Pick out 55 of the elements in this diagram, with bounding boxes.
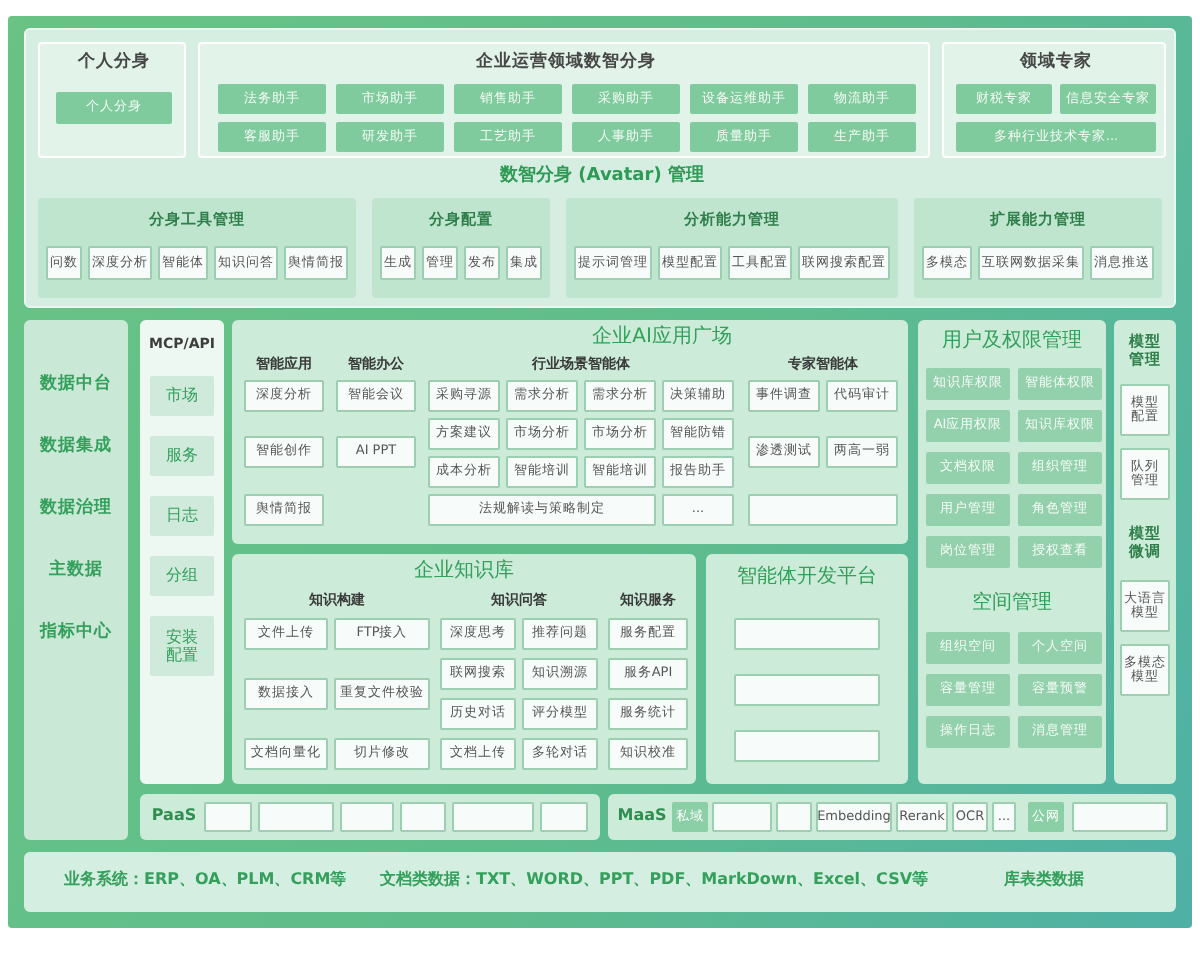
data-source-label: 文档类数据：TXT、WORD、PPT、PDF、MarkDown、Excel、CSV等	[380, 870, 929, 890]
blank-tile	[734, 730, 880, 762]
feature-tile: 服务	[150, 436, 214, 476]
blank-tile	[204, 802, 252, 832]
blank-tile	[258, 802, 334, 832]
section-heading: 用户及权限管理	[942, 330, 1082, 354]
layer-label: 指标中心	[40, 622, 112, 643]
section-panel	[706, 554, 908, 784]
section-heading: 数智分身 (Avatar) 管理	[500, 166, 704, 188]
layer-label: 数据集成	[40, 436, 112, 457]
group-heading: 个人分身	[78, 52, 150, 73]
feature-tile: 分组	[150, 556, 214, 596]
section-panel	[1114, 320, 1176, 784]
feature-tile: 市场	[150, 376, 214, 416]
group-panel	[942, 42, 1166, 158]
blank-tile	[734, 674, 880, 706]
blank-tile	[540, 802, 588, 832]
section-panel	[608, 794, 1176, 840]
group-heading: 企业运营领域数智分身	[476, 52, 656, 73]
section-panel	[24, 852, 1176, 912]
blank-tile	[748, 494, 898, 526]
blank-tile	[734, 618, 880, 650]
section-panel	[24, 28, 1176, 308]
section-heading: 空间管理	[972, 592, 1052, 616]
feature-tile: 日志	[150, 496, 214, 536]
group-panel	[566, 198, 898, 298]
section-panel	[232, 320, 908, 544]
layer-label: MaaS	[617, 806, 667, 826]
blank-tile	[452, 802, 534, 832]
blank-tile	[400, 802, 446, 832]
blank-tile	[340, 802, 394, 832]
section-panel	[918, 320, 1106, 784]
data-source-label: 库表类数据	[1004, 870, 1084, 890]
feature-tile: 安装配置	[150, 616, 214, 676]
group-panel	[372, 198, 550, 298]
layer-label: 主数据	[49, 560, 103, 581]
layer-label: 数据中台	[40, 374, 112, 395]
section-panel	[140, 794, 600, 840]
section-panel	[232, 554, 696, 784]
group-panel	[914, 198, 1162, 298]
section-heading: 企业知识库	[414, 560, 514, 584]
group-panel	[38, 198, 356, 298]
blank-tile	[776, 802, 812, 832]
blank-tile	[1072, 802, 1168, 832]
blank-tile	[712, 802, 772, 832]
group-heading: 领域专家	[1020, 52, 1092, 73]
section-heading: 智能体开发平台	[737, 566, 877, 590]
section-panel	[140, 320, 224, 784]
layer-label: 数据治理	[40, 498, 112, 519]
section-panel	[24, 320, 128, 840]
group-panel	[198, 42, 930, 158]
layer-label: PaaS	[151, 806, 197, 826]
data-source-label: 业务系统：ERP、OA、PLM、CRM等	[64, 870, 347, 890]
section-heading: 企业AI应用广场	[592, 326, 732, 350]
group-panel	[38, 42, 186, 158]
